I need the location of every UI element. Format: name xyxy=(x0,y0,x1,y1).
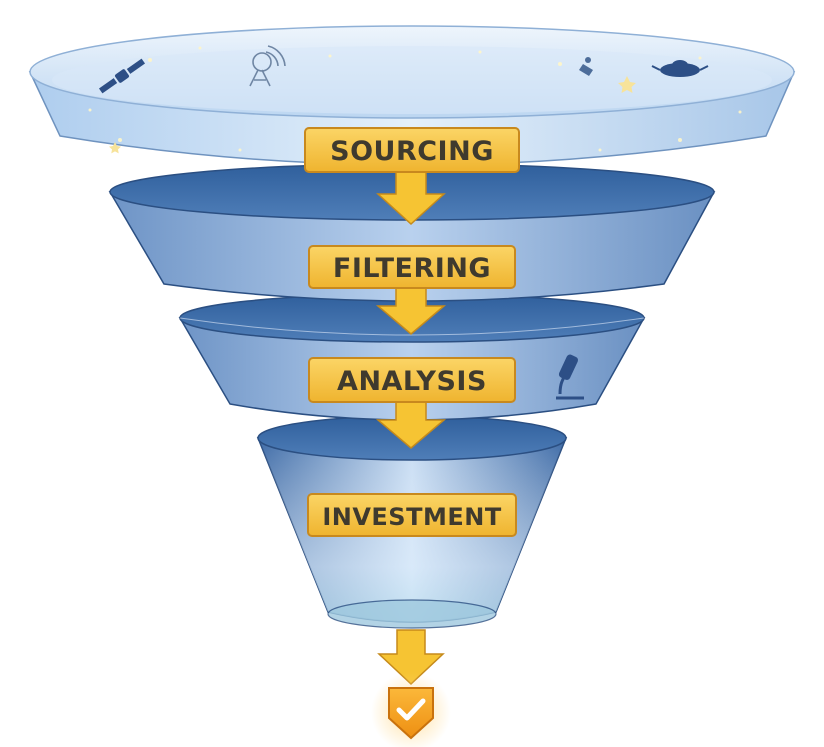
flow-arrow-2 xyxy=(375,285,447,335)
stage-label-analysis: ANALYSIS xyxy=(308,357,516,403)
checkmark-badge-icon xyxy=(371,672,451,747)
stage-label-filtering: FILTERING xyxy=(308,245,516,289)
rocket-icon xyxy=(579,57,593,76)
satellite-icon xyxy=(98,58,146,94)
radar-dish-icon xyxy=(249,45,286,87)
flow-arrow-1 xyxy=(376,169,446,226)
stage-label-text: INVESTMENT xyxy=(322,503,502,531)
flow-arrow-4 xyxy=(377,629,445,686)
star-icon xyxy=(88,46,742,152)
spaceship-icon xyxy=(651,60,709,77)
flow-arrow-3 xyxy=(375,399,447,449)
stage-label-sourcing: SOURCING xyxy=(304,127,520,173)
stage-label-investment: INVESTMENT xyxy=(307,493,517,537)
microscope-icon xyxy=(556,354,584,400)
stage-label-text: ANALYSIS xyxy=(337,366,487,397)
funnel-tier-sourcing xyxy=(28,25,796,166)
stage-label-text: SOURCING xyxy=(330,136,494,167)
stage-label-text: FILTERING xyxy=(333,253,491,284)
funnel-tier-filtering xyxy=(108,163,716,302)
